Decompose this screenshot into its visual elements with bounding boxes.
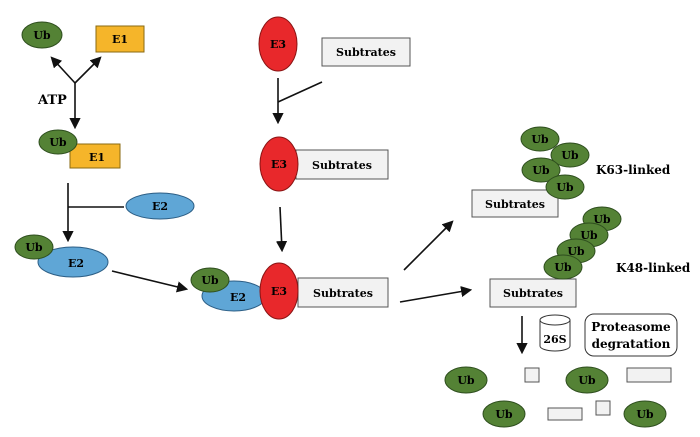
subtrates-label: Subtrates [336, 46, 396, 59]
ub-label: Ub [556, 181, 574, 194]
ub-k63-1: Ub [520, 126, 560, 152]
ub-on-e2-left: Ub [14, 234, 54, 260]
ub-label: Ub [457, 374, 475, 387]
subtrates-label: Subtrates [503, 287, 563, 300]
ub-k63-4: Ub [545, 174, 585, 200]
ub-k63-3: Ub [521, 157, 561, 183]
subtrates-box-k63: Subtrates [471, 189, 559, 218]
e2-label: E2 [68, 257, 84, 270]
atp-fork-arrows [50, 56, 102, 130]
subtrates-label: Subtrates [312, 159, 372, 172]
e3-full-complex: E3 [259, 262, 299, 320]
peptide-fragment-1 [524, 367, 540, 383]
subtrates-box-e3-complex: Subtrates [295, 149, 389, 180]
k63-ub-chain: Ub Ub Ub Ub [520, 126, 590, 200]
ub-label: Ub [567, 245, 585, 258]
ub-label: Ub [593, 213, 611, 226]
k48-ub-chain: Ub Ub Ub Ub [543, 206, 622, 280]
ub-label: Ub [636, 408, 654, 421]
recycled-ub-2: Ub [565, 366, 609, 394]
e2-complex-left: E2 [37, 246, 109, 278]
k48-label: K48-linked [616, 261, 691, 275]
e3-complex: E3 [259, 136, 299, 192]
ub-label: Ub [25, 241, 43, 254]
recycled-ub-3: Ub [482, 400, 526, 428]
proteasome-degradation-box: Proteasome degratation [584, 313, 678, 357]
e2-free: E2 [125, 192, 195, 220]
e1-label: E1 [112, 33, 128, 46]
ub-label: Ub [578, 374, 596, 387]
e3-label: E3 [271, 158, 287, 171]
proteasome-26s-cylinder: 26S [539, 314, 571, 352]
e1-box-top: E1 [95, 25, 145, 53]
recycled-ub-4: Ub [623, 400, 667, 428]
ub-label: Ub [495, 408, 513, 421]
e1-to-e2-arrow [62, 183, 124, 243]
ub-label: Ub [33, 29, 51, 42]
subtrates-box-top: Subtrates [321, 37, 411, 67]
k63-label: K63-linked [596, 163, 671, 177]
subtrates-label: Subtrates [313, 287, 373, 300]
e2-label: E2 [230, 291, 246, 304]
proteasome-label-line2: degratation [592, 337, 671, 351]
ub-label: Ub [531, 133, 549, 146]
e3-label: E3 [270, 38, 286, 51]
peptide-fragment-2 [626, 367, 672, 383]
e1-label: E1 [89, 151, 105, 164]
to-k63-arrow [403, 220, 454, 271]
ub-label: Ub [532, 164, 550, 177]
ub-free-top: Ub [21, 21, 63, 49]
proteasome-label-line1: Proteasome [591, 320, 671, 334]
e2-label: E2 [152, 200, 168, 213]
e3-top: E3 [258, 16, 298, 72]
ub-on-e1: Ub [38, 129, 78, 155]
s26-label: 26S [543, 333, 566, 346]
atp-label: ATP [37, 93, 67, 108]
ub-k63-2: Ub [550, 142, 590, 168]
e3-label: E3 [271, 285, 287, 298]
e3-join-arrow [272, 78, 323, 125]
e1-box-complex: E1 [69, 143, 121, 169]
to-k48-arrow [399, 285, 473, 303]
ub-label: Ub [580, 229, 598, 242]
ub-label: Ub [201, 274, 219, 287]
peptide-fragment-4 [595, 400, 611, 416]
peptide-fragment-3 [547, 407, 583, 421]
ub-full-complex: Ub [190, 267, 230, 293]
ub-label: Ub [554, 261, 572, 274]
recycled-ub-1: Ub [444, 366, 488, 394]
subtrates-label: Subtrates [485, 198, 545, 211]
subtrates-box-full-complex: Subtrates [297, 277, 389, 308]
subtrates-box-k48: Subtrates [489, 278, 577, 308]
ub-label: Ub [561, 149, 579, 162]
e3-down-arrow [275, 206, 288, 253]
ub-k48-4: Ub [543, 254, 583, 280]
e2-to-complex-arrow [111, 270, 189, 293]
ub-label: Ub [49, 136, 67, 149]
